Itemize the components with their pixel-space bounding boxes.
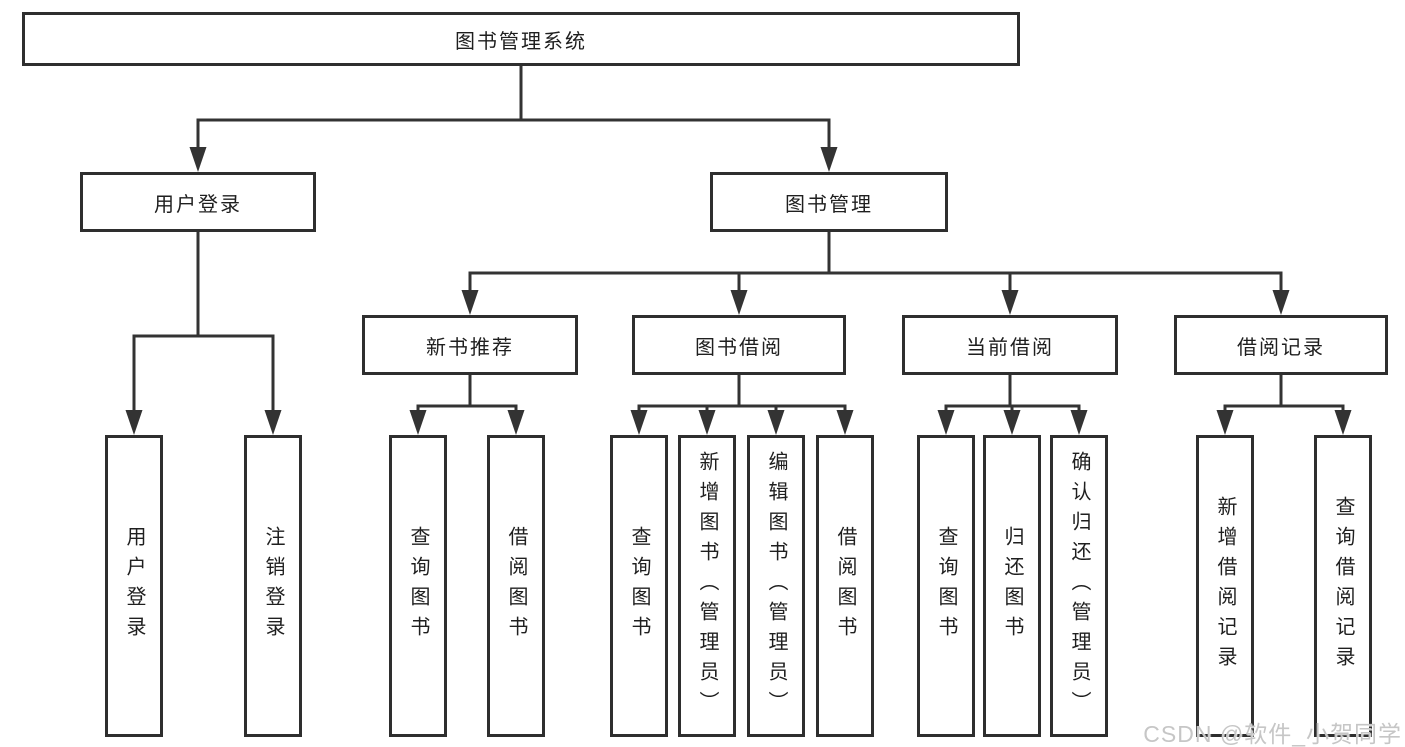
leaf-recommend-query-books: 查询图书 (389, 435, 447, 737)
leaf-add-books-admin-label: 新增图书（管理员） (696, 451, 718, 721)
arrow-down-icon (1001, 290, 1019, 315)
leaf-current-query-books: 查询图书 (917, 435, 975, 737)
arrow-down-icon (698, 410, 716, 435)
arrow-down-icon (264, 410, 282, 435)
node-root-label: 图书管理系统 (455, 30, 587, 53)
arrow-down-icon (1003, 410, 1021, 435)
arrow-down-icon (767, 410, 785, 435)
arrow-down-icon (1272, 290, 1290, 315)
leaf-add-borrow-record: 新增借阅记录 (1196, 435, 1254, 737)
leaf-borrowing-query-books: 查询图书 (610, 435, 668, 737)
node-book-management-label: 图书管理 (785, 193, 873, 216)
leaf-confirm-return-admin-label: 确认归还（管理员） (1068, 451, 1090, 721)
leaf-edit-books-admin-label: 编辑图书（管理员） (765, 451, 787, 721)
leaf-return-books-label: 归还图书 (1001, 526, 1023, 646)
leaf-borrowing-borrow-books: 借阅图书 (816, 435, 874, 737)
leaf-query-borrow-record-label: 查询借阅记录 (1332, 496, 1354, 676)
node-user-login: 用户登录 (80, 172, 316, 232)
arrow-down-icon (1216, 410, 1234, 435)
arrow-down-icon (461, 290, 479, 315)
leaf-logout: 注销登录 (244, 435, 302, 737)
leaf-user-login: 用户登录 (105, 435, 163, 737)
node-book-borrowing: 图书借阅 (632, 315, 846, 375)
leaf-add-books-admin: 新增图书（管理员） (678, 435, 736, 737)
node-borrow-records-label: 借阅记录 (1237, 336, 1325, 359)
leaf-recommend-borrow-books: 借阅图书 (487, 435, 545, 737)
leaf-confirm-return-admin: 确认归还（管理员） (1050, 435, 1108, 737)
arrow-down-icon (125, 410, 143, 435)
node-new-book-recommend-label: 新书推荐 (426, 336, 514, 359)
node-current-borrowing: 当前借阅 (902, 315, 1118, 375)
leaf-user-login-label: 用户登录 (123, 526, 145, 646)
node-user-login-label: 用户登录 (154, 193, 242, 216)
arrow-down-icon (820, 147, 838, 172)
arrow-down-icon (1070, 410, 1088, 435)
leaf-logout-label: 注销登录 (262, 526, 284, 646)
arrow-down-icon (937, 410, 955, 435)
arrow-down-icon (189, 147, 207, 172)
leaf-query-borrow-record: 查询借阅记录 (1314, 435, 1372, 737)
leaf-recommend-borrow-books-label: 借阅图书 (505, 526, 527, 646)
node-root-system: 图书管理系统 (22, 12, 1020, 66)
leaf-borrowing-query-books-label: 查询图书 (628, 526, 650, 646)
leaf-recommend-query-books-label: 查询图书 (407, 526, 429, 646)
node-current-borrowing-label: 当前借阅 (966, 336, 1054, 359)
csdn-watermark: CSDN @软件_小贺同学 (1143, 721, 1402, 747)
leaf-edit-books-admin: 编辑图书（管理员） (747, 435, 805, 737)
arrow-down-icon (730, 290, 748, 315)
arrow-down-icon (409, 410, 427, 435)
leaf-current-query-books-label: 查询图书 (935, 526, 957, 646)
leaf-add-borrow-record-label: 新增借阅记录 (1214, 496, 1236, 676)
node-new-book-recommend: 新书推荐 (362, 315, 578, 375)
arrow-down-icon (836, 410, 854, 435)
leaf-borrowing-borrow-books-label: 借阅图书 (834, 526, 856, 646)
arrow-down-icon (630, 410, 648, 435)
node-borrow-records: 借阅记录 (1174, 315, 1388, 375)
arrow-down-icon (1334, 410, 1352, 435)
arrow-down-icon (507, 410, 525, 435)
node-book-borrowing-label: 图书借阅 (695, 336, 783, 359)
leaf-return-books: 归还图书 (983, 435, 1041, 737)
node-book-management: 图书管理 (710, 172, 948, 232)
